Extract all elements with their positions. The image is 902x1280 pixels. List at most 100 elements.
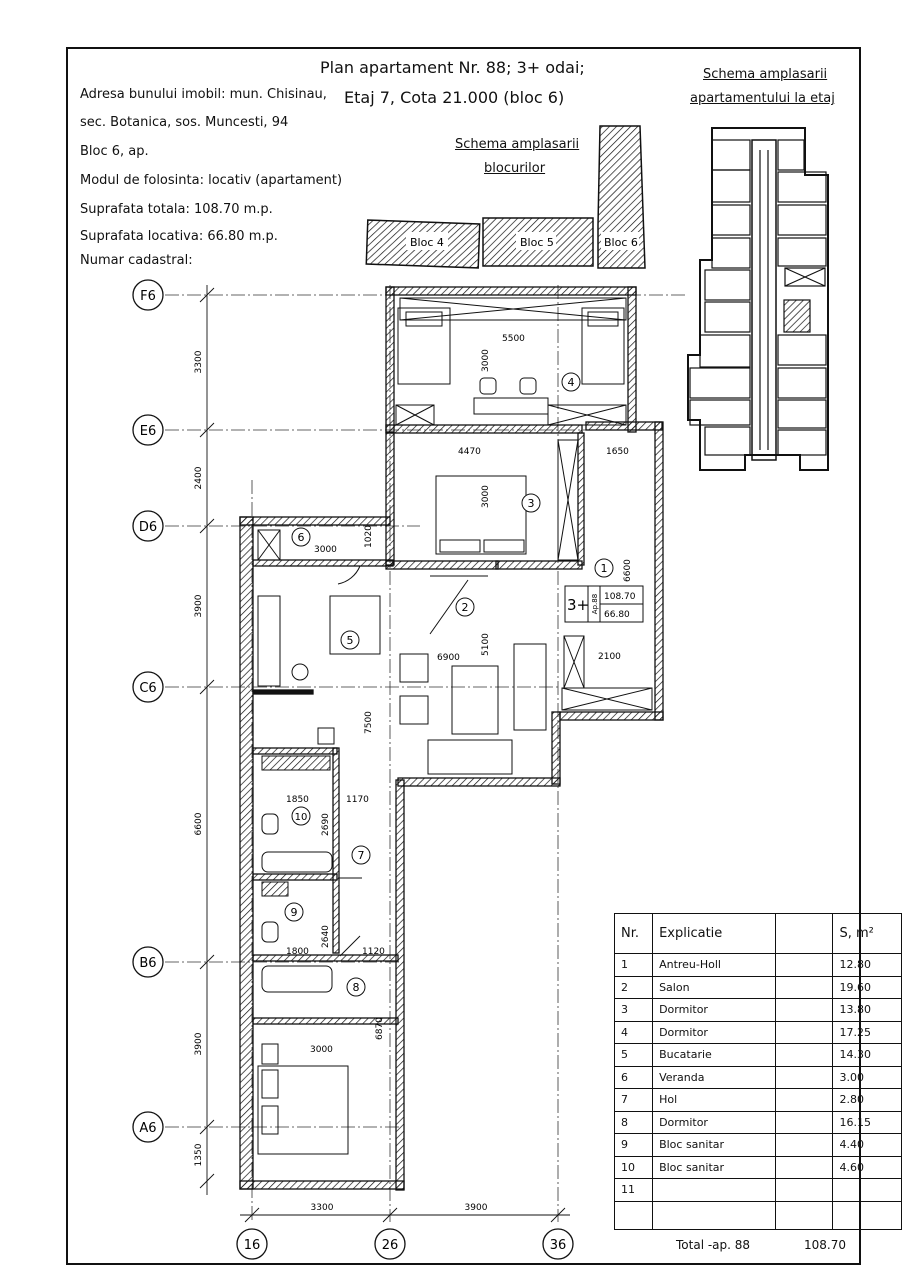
- room-number-1: 1: [601, 562, 608, 575]
- plan-title-line1: Plan apartament Nr. 88; 3+ odai;: [320, 58, 585, 77]
- cell-nr: 5: [613, 1043, 654, 1067]
- cell-name: Dormitor: [652, 998, 776, 1022]
- dim-int-19: 6870: [375, 1017, 385, 1040]
- cell-name: Bloc sanitar: [652, 1155, 776, 1179]
- axis-label-d6: D6: [139, 520, 157, 535]
- cell-empty: [774, 1155, 834, 1179]
- block-label-4: Bloc 4: [410, 236, 444, 249]
- dimension-lines: [199, 285, 570, 1223]
- cell-empty: [774, 998, 834, 1022]
- dim-int-16: 1800: [286, 947, 309, 957]
- table-row: [613, 1200, 902, 1230]
- badge-label: 3+: [567, 596, 589, 614]
- floor-location-schema: [687, 127, 829, 471]
- room-number-6: 6: [298, 531, 305, 544]
- dim-left-2: 2400: [194, 466, 204, 489]
- cell-empty: [774, 953, 834, 977]
- cell-nr: 1: [613, 953, 654, 977]
- block-label-6: Bloc 6: [604, 236, 638, 249]
- dim-left-4: 6600: [194, 812, 204, 835]
- room-number-bubbles: [284, 372, 614, 997]
- dim-int-8: 6600: [623, 559, 633, 582]
- cell-area: 13.80: [832, 998, 902, 1022]
- cell-name: Dormitor: [652, 1110, 776, 1134]
- dim-int-9: 6900: [437, 653, 460, 663]
- dim-int-20: 3000: [310, 1045, 333, 1055]
- dim-int-11: 2100: [598, 652, 621, 662]
- info-address-line1: Adresa bunului imobil: mun. Chisinau,: [80, 87, 327, 102]
- drawing-sheet-frame: [66, 47, 861, 1265]
- block-label-5: Bloc 5: [520, 236, 554, 249]
- axis-label-f6: F6: [140, 289, 156, 304]
- cell-area: 4.40: [832, 1133, 902, 1157]
- cell-name: Antreu-Holl: [652, 953, 776, 977]
- dim-int-1: 5500: [502, 334, 525, 344]
- dim-int-14: 1170: [346, 795, 369, 805]
- badge-value1: 108.70: [604, 592, 636, 602]
- schema-floor-title2: apartamentului la etaj: [690, 91, 835, 106]
- dim-int-6: 3000: [314, 545, 337, 555]
- dim-left-6: 1350: [194, 1143, 204, 1166]
- dim-int-17: 1120: [362, 947, 385, 957]
- cell-empty: [774, 1110, 834, 1134]
- cell-area: [832, 1178, 902, 1202]
- room-number-7: 7: [358, 849, 365, 862]
- table-row: 11: [613, 1178, 902, 1202]
- dim-int-12: 7500: [364, 711, 374, 734]
- badge-value2: 66.80: [604, 610, 630, 620]
- cell-empty: [774, 1043, 834, 1067]
- col-header-area: S, m²: [832, 913, 902, 954]
- axis-bubbles: [132, 279, 574, 1260]
- room-number-2: 2: [462, 601, 469, 614]
- axis-label-a6: A6: [139, 1121, 156, 1136]
- table-total-value: 108.70: [804, 1238, 846, 1252]
- block-location-schema: Bloc 4 Bloc 5 Bloc 6: [365, 125, 646, 269]
- dim-int-10: 5100: [481, 633, 491, 656]
- axis-label-2: 26: [382, 1238, 399, 1253]
- schema-blocks-title2: blocurilor: [484, 161, 546, 176]
- info-usage: Modul de folosinta: locativ (apartament): [80, 173, 343, 188]
- info-living-area: Suprafata locativa: 66.80 m.p.: [80, 229, 278, 244]
- cell-nr: 2: [613, 975, 654, 999]
- room-number-5: 5: [347, 634, 354, 647]
- info-total-area: Suprafata totala: 108.70 m.p.: [80, 202, 273, 217]
- cell-nr: 8: [613, 1110, 654, 1134]
- room-number-10: 10: [295, 812, 308, 823]
- dim-int-13: 1850: [286, 795, 309, 805]
- room-number-8: 8: [353, 981, 360, 994]
- apartment-walls: [239, 286, 664, 1191]
- dim-int-5: 3000: [481, 485, 491, 508]
- dim-bottom-1: 3300: [311, 1203, 334, 1213]
- cell-area: 17.25: [832, 1020, 902, 1044]
- cell-nr: 3: [613, 998, 654, 1022]
- plan-title-line2: Etaj 7, Cota 21.000 (bloc 6): [344, 88, 565, 107]
- schema-blocks-title1: Schema amplasarii: [455, 137, 580, 152]
- cell-name: [652, 1178, 776, 1202]
- schema-floor-title1: Schema amplasarii: [703, 67, 828, 82]
- cell-nr: 7: [613, 1088, 654, 1112]
- room-number-9: 9: [291, 906, 298, 919]
- col-header-explicatie: Explicatie: [652, 913, 776, 954]
- cell-area: 14.30: [832, 1043, 902, 1067]
- room-number-3: 3: [528, 497, 535, 510]
- dim-left-1: 3300: [194, 350, 204, 373]
- cell-area: 12.80: [832, 953, 902, 977]
- cell-area: 2.80: [832, 1088, 902, 1112]
- cell-area: 19.60: [832, 975, 902, 999]
- dim-int-7: 1020: [364, 525, 374, 548]
- cell-empty: [774, 1065, 834, 1089]
- cell-name: Bucatarie: [652, 1043, 776, 1067]
- col-header-empty: [774, 913, 834, 954]
- axis-label-b6: B6: [139, 956, 156, 971]
- dim-bottom-2: 3900: [465, 1203, 488, 1213]
- cell-nr: 9: [613, 1133, 654, 1157]
- dim-int-3: 4470: [458, 447, 481, 457]
- cell-empty: [774, 1088, 834, 1112]
